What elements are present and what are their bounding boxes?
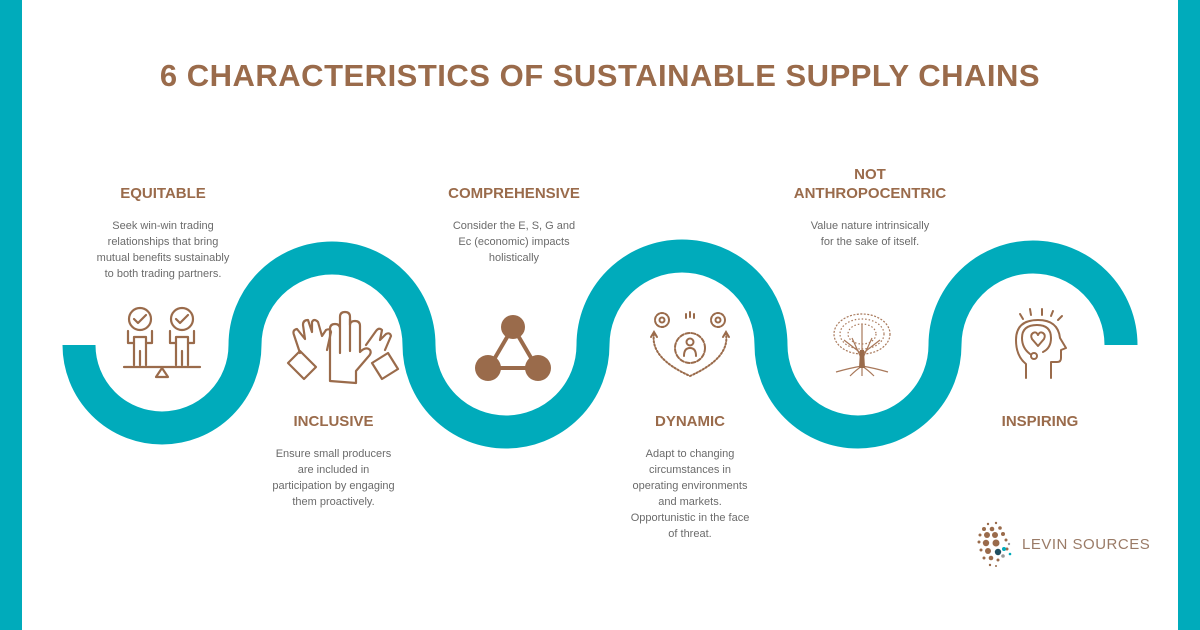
characteristic-description: Seek win-win trading relationships that … (96, 220, 230, 280)
characteristic-inclusive: INCLUSIVE Ensure small producers are inc… (241, 412, 426, 510)
characteristic-heading: INSPIRING (1001, 413, 1079, 430)
tree-icon (833, 313, 891, 377)
page-title: 6 CHARACTERISTICS OF SUSTAINABLE SUPPLY … (159, 58, 1041, 93)
characteristic-comprehensive: COMPREHENSIVE Consider the E, S, G and E… (414, 184, 614, 266)
characteristic-heading: EQUITABLE (120, 185, 206, 202)
gears-cycle-icon (650, 311, 730, 378)
left-teal-border (0, 0, 22, 630)
head-heart-icon (1015, 308, 1067, 379)
network-triangle-icon (475, 315, 551, 381)
characteristic-inspiring: INSPIRING (955, 412, 1125, 431)
characteristic-heading-line2: ANTHROPOCENTRIC (793, 185, 947, 202)
characteristic-not-anthropocentric: NOT ANTHROPOCENTRIC Value nature intrins… (760, 165, 980, 250)
characteristic-heading: INCLUSIVE (293, 413, 374, 430)
characteristic-description: Value nature intrinsically for the sake … (810, 220, 930, 248)
characteristic-dynamic: DYNAMIC Adapt to changing circumstances … (600, 412, 780, 542)
characteristic-equitable: EQUITABLE Seek win-win trading relations… (62, 184, 264, 282)
high-five-hands-icon (286, 310, 400, 385)
logo-text: LEVIN SOURCES (1022, 535, 1151, 553)
characteristic-heading: COMPREHENSIVE (448, 185, 580, 202)
right-teal-border (1178, 0, 1200, 630)
balance-scale-people-icon (122, 306, 202, 379)
characteristic-description: Adapt to changing circumstances in opera… (630, 448, 750, 540)
dot-cluster-logo-icon (977, 521, 1012, 567)
characteristic-heading-line1: NOT (854, 166, 886, 183)
characteristic-description: Ensure small producers are included in p… (272, 448, 395, 508)
levin-sources-logo: LEVIN SOURCES (976, 520, 1150, 568)
characteristic-description: Consider the E, S, G and Ec (economic) i… (452, 220, 576, 264)
characteristic-heading: DYNAMIC (655, 413, 725, 430)
